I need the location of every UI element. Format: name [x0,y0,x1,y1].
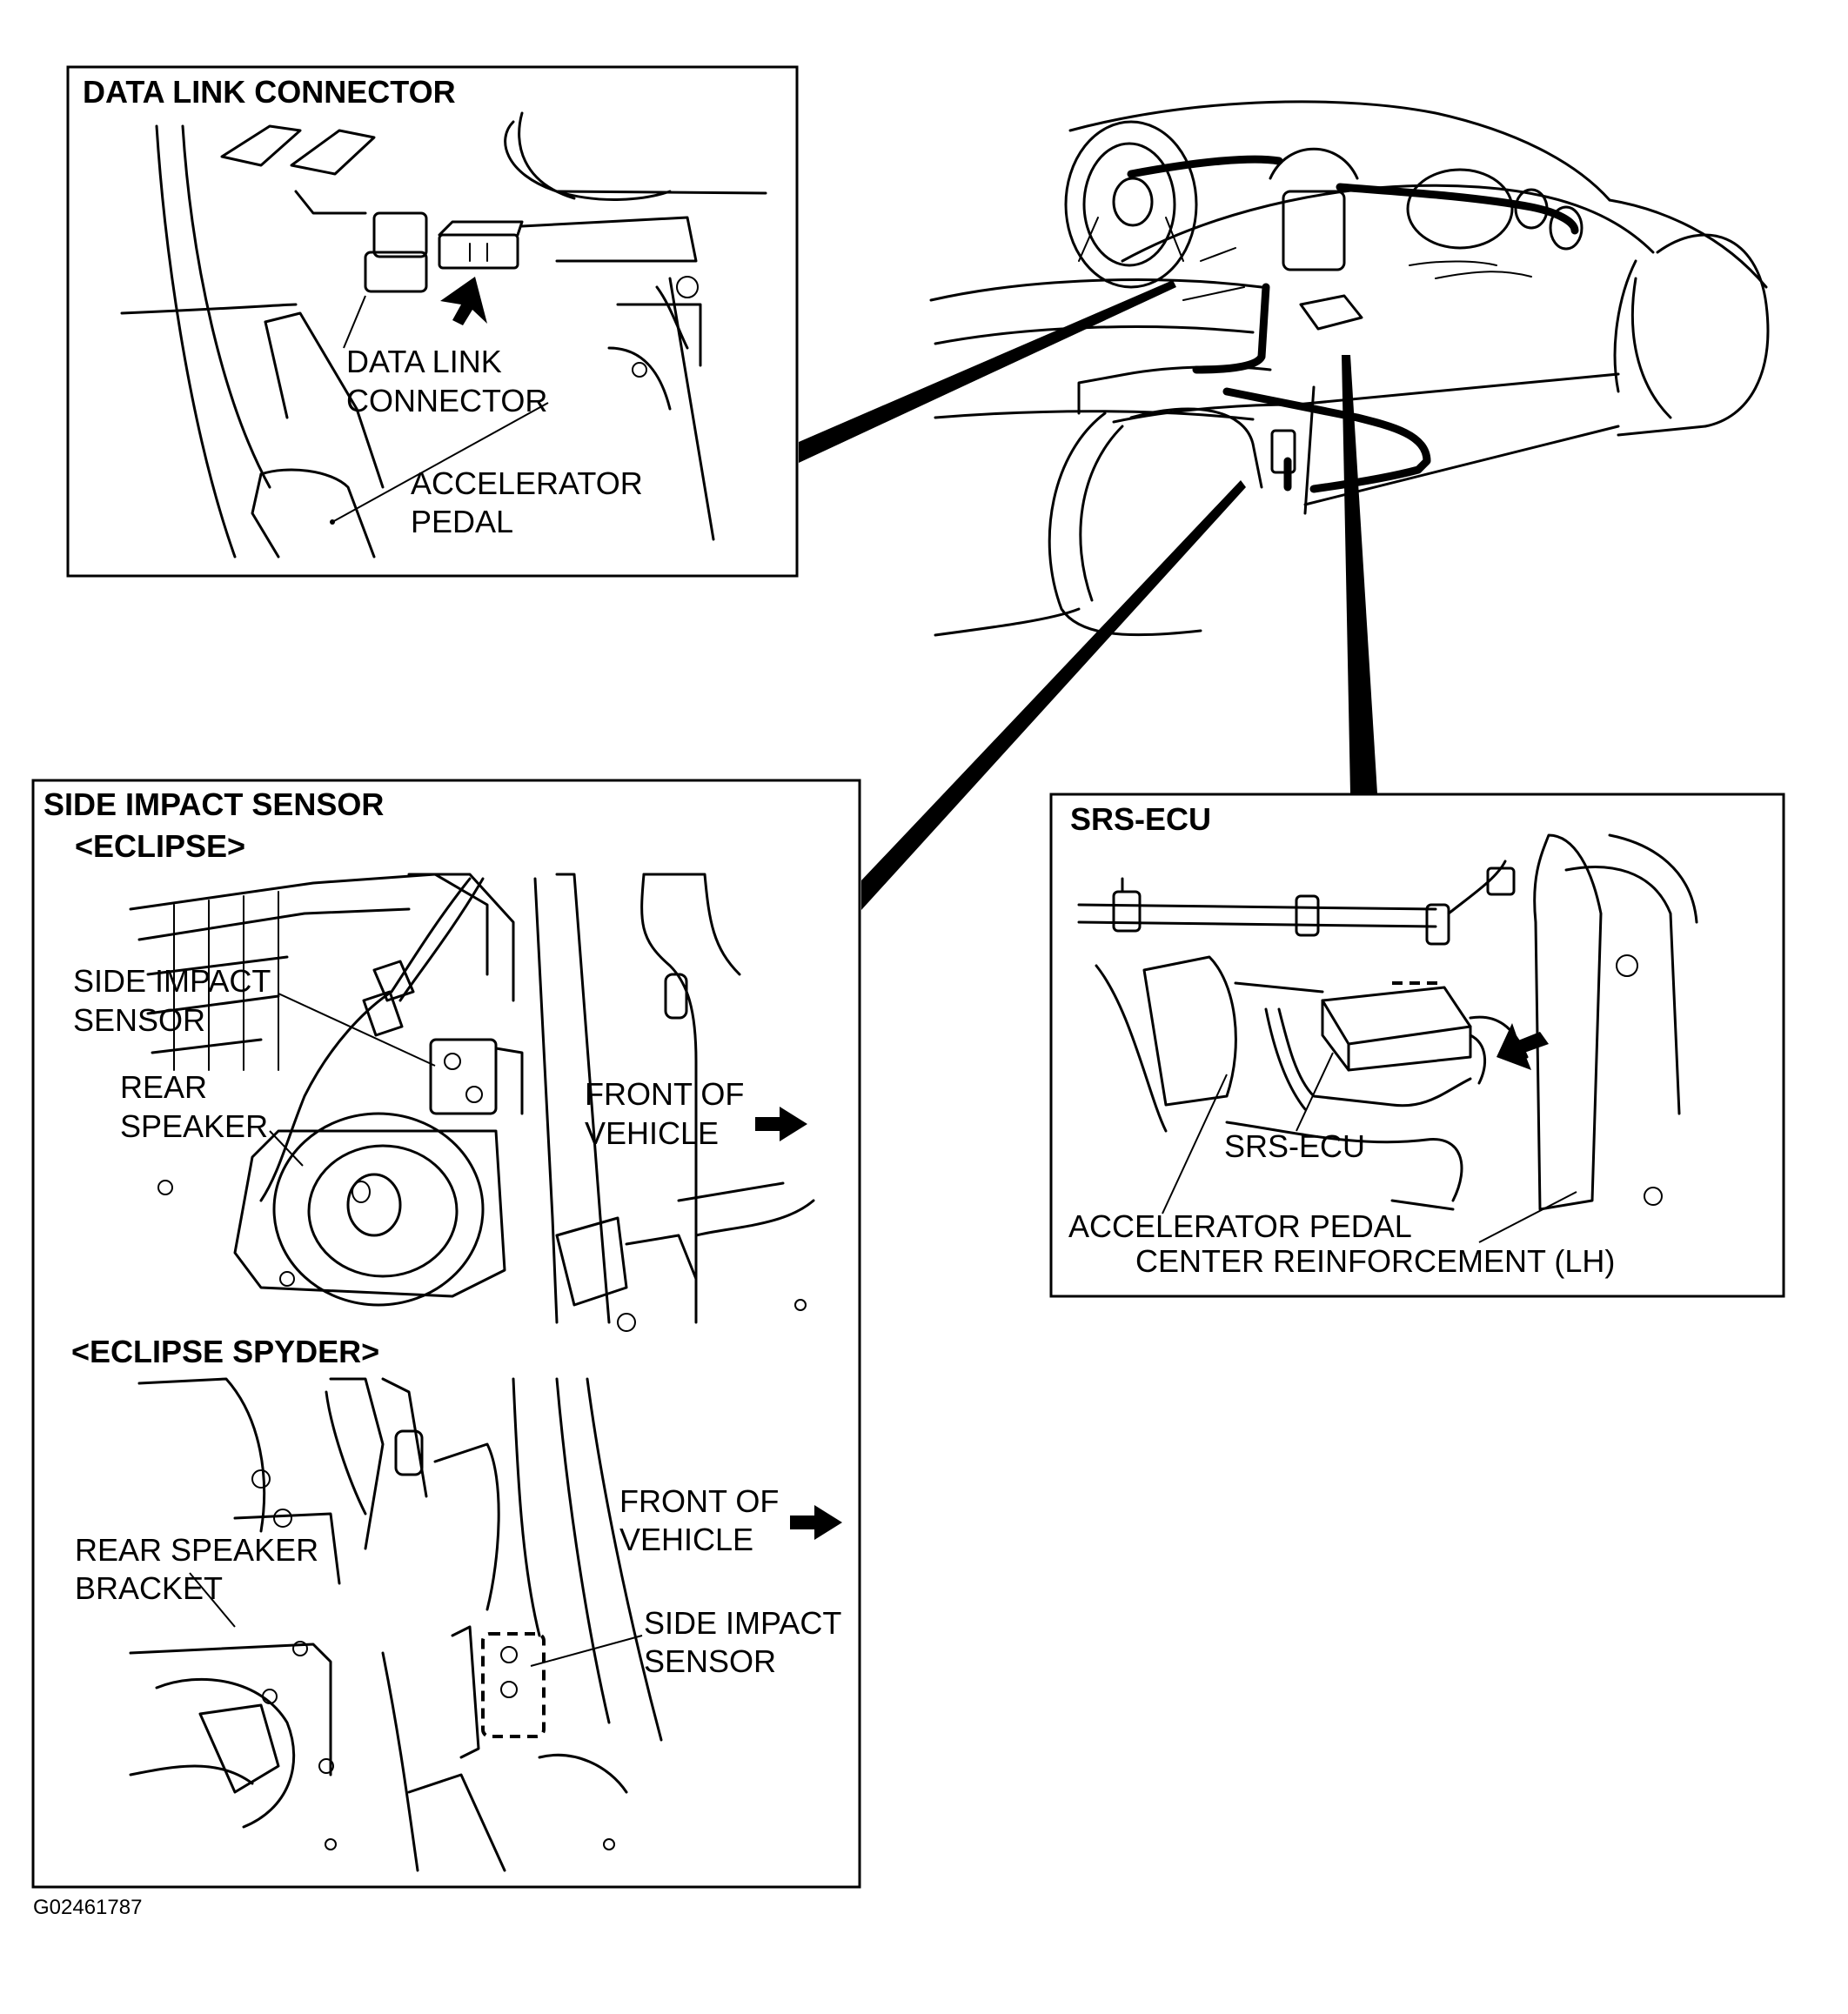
panel-title: DATA LINK CONNECTOR [83,74,456,110]
label-rear-speaker-bracket-2: BRACKET [75,1570,223,1606]
rear-speaker [272,1112,485,1307]
subheading-eclipse-spyder: <ECLIPSE SPYDER> [71,1334,379,1369]
front-of-vehicle-arrow [755,1107,807,1141]
label-side-impact-sensor-2: SENSOR [73,1002,205,1038]
side-impact-sensor-spyder [481,1632,546,1738]
label-front-of-vehicle-1: FRONT OF [585,1076,744,1112]
label-front-of-vehicle-2: VEHICLE [585,1115,719,1151]
leader-rear-speaker [269,1130,304,1167]
label-front-of-vehicle-spyder-1: FRONT OF [619,1483,779,1519]
label-rear-speaker-1: REAR [120,1069,207,1105]
label-front-of-vehicle-spyder-2: VEHICLE [619,1522,753,1557]
label-rear-speaker-bracket-1: REAR SPEAKER [75,1532,318,1568]
side-impact-sensor [429,1038,498,1115]
label-side-impact-sensor-1: SIDE IMPACT [73,963,271,999]
figure-id: G02461787 [33,1896,142,1919]
subheading-eclipse: <ECLIPSE> [75,828,245,864]
pointer-arrow-ecu [1496,1023,1549,1070]
leader-center-reinforcement [1478,1191,1577,1243]
leader-accelerator-pedal [1162,1074,1228,1214]
panel-title: SRS-ECU [1070,801,1211,837]
front-of-vehicle-arrow-spyder [790,1505,842,1540]
label-accelerator-pedal-1: ACCELERATOR [411,465,643,501]
label-side-impact-sensor-spyder-2: SENSOR [644,1643,776,1679]
callout-wedge-side-impact [861,480,1246,910]
label-accelerator-pedal: ACCELERATOR PEDAL [1068,1208,1412,1244]
leader-data-link [343,295,366,349]
eclipse-spyder-drawing [129,1377,842,1872]
label-srs-ecu: SRS-ECU [1224,1128,1365,1164]
callout-wedge-data-link [799,280,1176,463]
panel-data-link-connector: DATA LINK CONNECTOR DATA LINK CONNECTOR … [66,65,799,578]
leader-side-impact-sensor-spyder [530,1635,643,1667]
panel-frame [31,779,861,1889]
label-center-reinforcement: CENTER REINFORCEMENT (LH) [1135,1243,1615,1279]
leader-srs-ecu [1296,1052,1334,1132]
label-data-link-connector-1: DATA LINK [346,344,502,379]
label-data-link-connector-2: CONNECTOR [346,383,547,418]
label-rear-speaker-2: SPEAKER [120,1108,268,1144]
connector-block [372,211,428,258]
leader-pedal [331,402,549,523]
leader-side-impact-sensor [278,993,436,1067]
callout-wedge-srs-ecu [1342,355,1377,793]
panel-frame [1049,793,1785,1298]
eclipse-drawing [129,873,815,1332]
pointer-arrow [440,277,487,325]
panel-title: SIDE IMPACT SENSOR [44,786,384,822]
label-side-impact-sensor-spyder-1: SIDE IMPACT [644,1605,841,1641]
label-accelerator-pedal-2: PEDAL [411,504,513,539]
panel-srs-ecu: SRS-ECU SRS-ECU ACCELERATOR PEDAL CENTER… [1049,793,1785,1298]
panel-side-impact-sensor: SIDE IMPACT SENSOR <ECLIPSE> SIDE IMPACT… [31,779,861,1889]
vehicle-overview [929,100,1770,637]
leader-rear-speaker-bracket [189,1572,236,1628]
